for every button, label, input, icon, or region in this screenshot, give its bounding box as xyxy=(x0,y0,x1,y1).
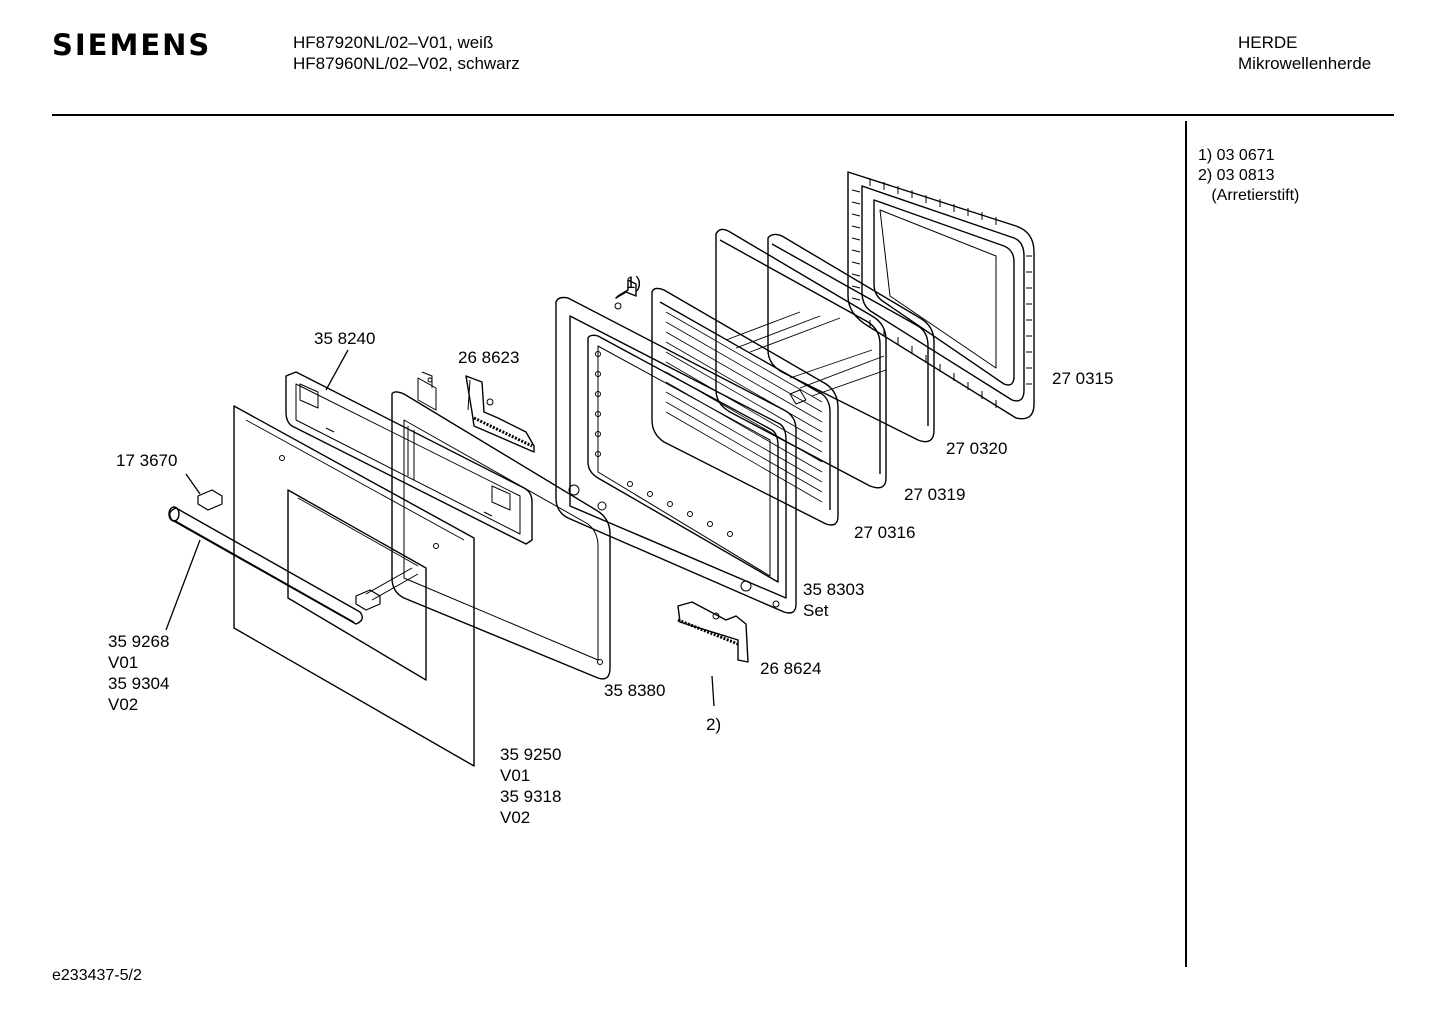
bracket-frame-358240 xyxy=(285,371,533,545)
front-glass-359250 xyxy=(233,405,475,767)
label-359318: 35 9318 xyxy=(500,787,561,806)
label-358240: 35 8240 xyxy=(314,329,375,348)
label-ref-1: 1) xyxy=(626,273,641,292)
category-line-1: HERDE xyxy=(1238,33,1298,52)
label-359250-v01: V01 xyxy=(500,766,530,785)
inner-panel-358380 xyxy=(391,371,611,680)
label-359318-v02: V02 xyxy=(500,808,530,827)
notes-divider xyxy=(1185,121,1187,967)
label-270315: 27 0315 xyxy=(1052,369,1113,388)
model-line-2: HF87960NL/02–V02, schwarz xyxy=(293,54,520,73)
grille-270316 xyxy=(651,287,839,526)
frame-270315 xyxy=(847,171,1035,420)
drawing-id: e233437-5/2 xyxy=(52,967,142,984)
label-358303-set: Set xyxy=(803,601,829,620)
category-block: HERDE Mikrowellenherde xyxy=(1238,32,1371,74)
label-270319: 27 0319 xyxy=(904,485,965,504)
label-359304: 35 9304 xyxy=(108,674,169,693)
note-1: 1) 03 0671 xyxy=(1198,147,1275,164)
label-270316: 27 0316 xyxy=(854,523,915,542)
hinge-268623 xyxy=(465,375,535,453)
category-line-2: Mikrowellenherde xyxy=(1238,54,1372,73)
brand-logo: SIEMENS xyxy=(52,28,212,62)
label-359304-v02: V02 xyxy=(108,695,138,714)
leader-lines xyxy=(165,349,715,707)
notes-panel: 1) 03 0671 2) 03 0813 (Arretierstift) xyxy=(1198,146,1299,206)
note-3: (Arretierstift) xyxy=(1198,187,1300,204)
handle-359268 xyxy=(168,489,419,625)
label-ref-2: 2) xyxy=(706,715,721,734)
label-359268: 35 9268 xyxy=(108,632,169,651)
label-359250: 35 9250 xyxy=(500,745,561,764)
model-list: HF87920NL/02–V01, weiß HF87960NL/02–V02,… xyxy=(293,32,520,74)
label-359268-v01: V01 xyxy=(108,653,138,672)
label-358380: 35 8380 xyxy=(604,681,665,700)
label-268623: 26 8623 xyxy=(458,348,519,367)
label-358303: 35 8303 xyxy=(803,580,864,599)
note-2: 2) 03 0813 xyxy=(1198,167,1275,184)
glass-270320 xyxy=(767,233,935,443)
hinge-268624 xyxy=(677,601,749,663)
clip-ref-1 xyxy=(614,279,637,310)
part-labels: 27 0315 27 0320 27 0319 27 0316 35 8303 … xyxy=(108,273,1113,827)
label-268624: 26 8624 xyxy=(760,659,821,678)
label-270320: 27 0320 xyxy=(946,439,1007,458)
door-frame-358303 xyxy=(555,296,797,614)
glass-270319 xyxy=(715,228,887,489)
label-173670: 17 3670 xyxy=(116,451,177,470)
model-line-1: HF87920NL/02–V01, weiß xyxy=(293,33,494,52)
header-divider xyxy=(52,114,1394,116)
